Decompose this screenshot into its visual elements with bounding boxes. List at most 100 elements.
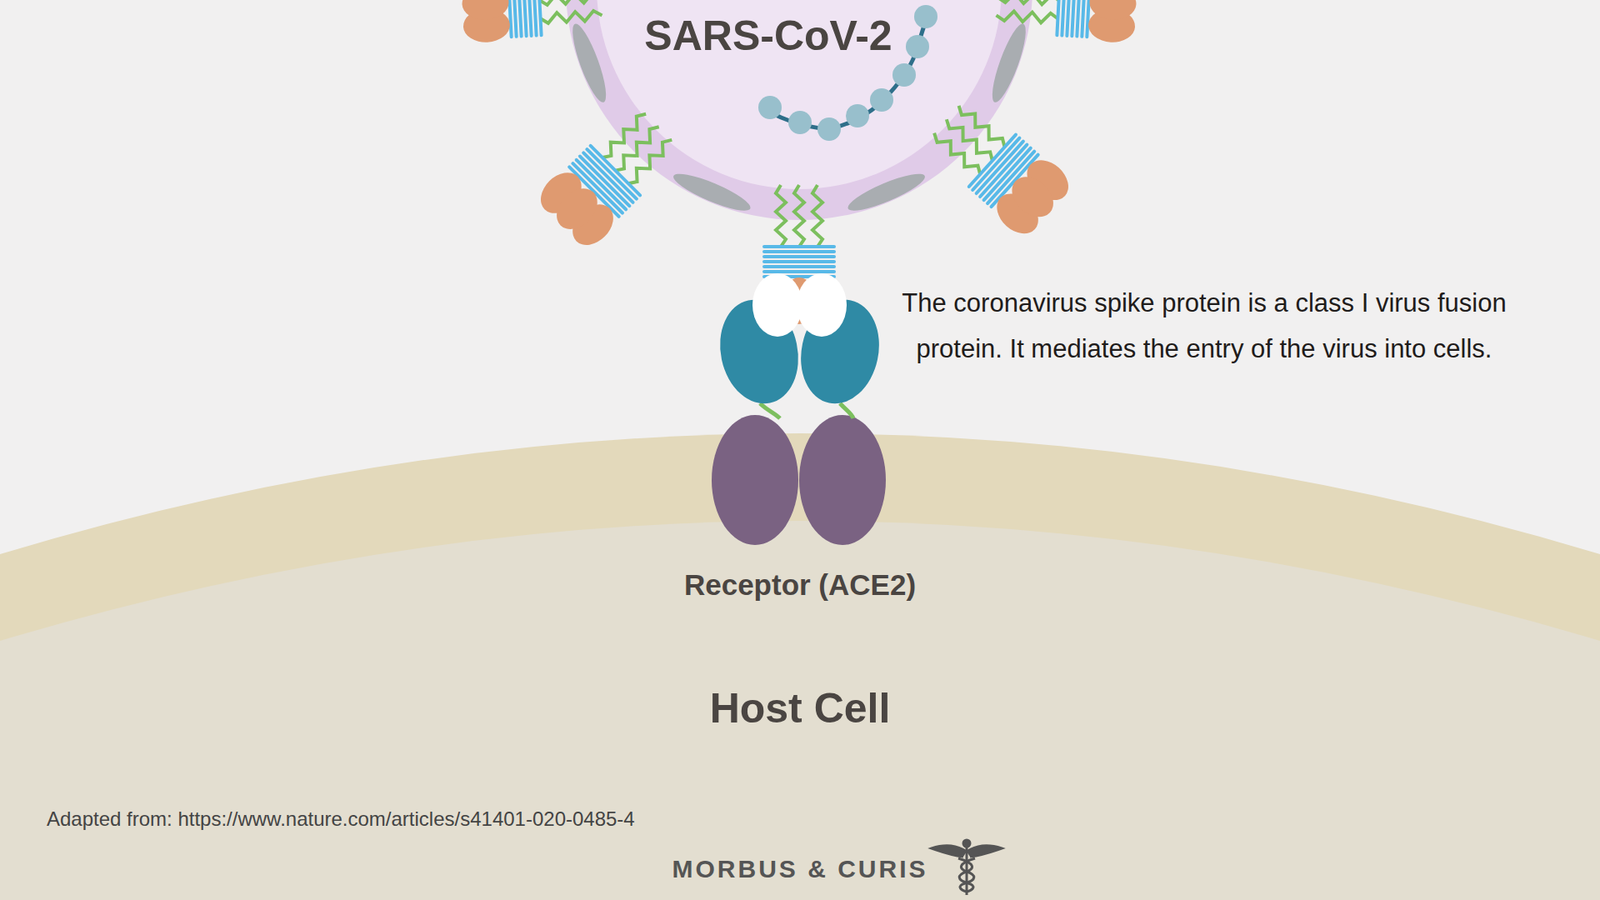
- cell-name: Host Cell: [710, 685, 891, 732]
- spike-helix: [1086, 0, 1090, 37]
- ace2-binding-domain: [710, 273, 889, 419]
- spike-helix: [764, 270, 835, 274]
- ace2-domain: [710, 292, 808, 411]
- description-note: The coronavirus spike protein is a class…: [895, 280, 1513, 372]
- spike-helix: [586, 149, 636, 199]
- snake: [958, 858, 974, 892]
- linker: [840, 403, 854, 419]
- spike-helix: [576, 160, 626, 210]
- spike-helix: [580, 156, 630, 206]
- spike-helix: [972, 138, 1020, 190]
- receptor-name-holder: Receptor (ACE2): [633, 566, 967, 604]
- binding-pocket: [752, 273, 803, 337]
- rna-bead: [788, 110, 812, 135]
- spike-head: [805, 277, 839, 325]
- spike-head: [1019, 152, 1076, 209]
- spike-stalk: [996, 0, 1060, 5]
- rna-bead: [914, 5, 938, 29]
- spike-head: [548, 180, 605, 238]
- membrane-protein: [566, 20, 613, 105]
- rna-bead: [892, 63, 916, 87]
- spike-helix: [764, 250, 835, 254]
- spike-head: [532, 165, 590, 222]
- spike-stalk: [943, 115, 996, 165]
- spike-helix: [527, 0, 531, 36]
- spike-helix: [764, 265, 835, 269]
- spike-head: [989, 185, 1046, 242]
- spike-protein: [920, 90, 1076, 242]
- spike-helix: [522, 0, 526, 36]
- spike-protein: [760, 185, 839, 325]
- spike-helix: [1081, 0, 1085, 37]
- spike-helix: [764, 260, 835, 264]
- spike-helix: [764, 255, 835, 259]
- linker: [760, 403, 780, 419]
- viral-envelope: [565, 0, 1033, 220]
- spike-helix: [572, 163, 622, 213]
- rna-strand: [758, 5, 938, 141]
- receptor-name: Receptor (ACE2): [684, 568, 916, 601]
- cell-name-holder: Host Cell: [0, 683, 1600, 734]
- receptor-subunit: [799, 415, 886, 545]
- spike-stalk: [611, 123, 663, 175]
- spike-helix: [987, 151, 1035, 204]
- receptor-subunit: [711, 415, 799, 545]
- caduceus-icon: [931, 840, 1002, 895]
- ace2-domain: [791, 292, 889, 411]
- virus-name: SARS-CoV-2: [644, 12, 892, 60]
- spike-helix: [1061, 0, 1065, 36]
- rna-bead: [870, 88, 894, 112]
- wing: [931, 845, 967, 857]
- snake: [960, 858, 975, 892]
- membrane-protein: [670, 167, 755, 217]
- spike-helix: [1056, 0, 1060, 35]
- spike-helix: [583, 152, 633, 202]
- spike-stalk: [775, 185, 786, 247]
- binding-pocket: [796, 273, 847, 337]
- spike-stalk: [539, 0, 602, 5]
- spike-helix: [517, 0, 521, 37]
- cell-membrane: [0, 433, 1600, 900]
- rna-bead: [845, 104, 870, 128]
- virus-particle: SARS-CoV-2: [565, 0, 1033, 220]
- brand-name: MORBUS & CURIS: [550, 853, 1050, 885]
- spike-head: [462, 7, 511, 44]
- spike-helix: [764, 245, 835, 249]
- spike-helix: [590, 145, 640, 195]
- virus-parts: [460, 0, 1139, 325]
- spike-helix: [532, 0, 536, 36]
- spike-helix: [1076, 0, 1080, 37]
- spike-head: [1004, 169, 1061, 225]
- rna-bead: [817, 117, 841, 141]
- rna-backbone: [760, 11, 929, 130]
- spike-head: [461, 0, 510, 21]
- spike-helix: [980, 145, 1027, 197]
- spike-protein: [995, 0, 1139, 44]
- viral-interior: [596, 0, 1002, 190]
- wing: [966, 845, 1002, 857]
- spike-helix: [969, 135, 1016, 187]
- spike-stalk: [794, 185, 805, 247]
- spike-helix: [991, 155, 1039, 207]
- spike-helix: [537, 0, 541, 35]
- spike-helix: [984, 148, 1031, 200]
- spike-stalk: [995, 10, 1059, 24]
- spike-helix: [1066, 0, 1070, 36]
- spike-helix: [569, 166, 619, 216]
- spike-stalk: [625, 136, 676, 188]
- spike-head: [1088, 0, 1137, 21]
- spike-head: [565, 196, 622, 254]
- rna-bead: [905, 35, 930, 59]
- spike-helix: [764, 275, 835, 279]
- spike-stalk: [930, 129, 984, 178]
- spike-head: [782, 277, 816, 325]
- spike-helix: [512, 0, 516, 37]
- cytoplasm: [0, 520, 1600, 900]
- staff-knob: [963, 840, 970, 847]
- spike-stalk: [599, 110, 650, 161]
- spike-head: [1087, 7, 1136, 44]
- spike-protein: [532, 99, 687, 254]
- virus-name-holder: SARS-CoV-2: [565, 10, 971, 61]
- membrane-protein: [985, 20, 1032, 105]
- spike-stalk: [955, 101, 1009, 150]
